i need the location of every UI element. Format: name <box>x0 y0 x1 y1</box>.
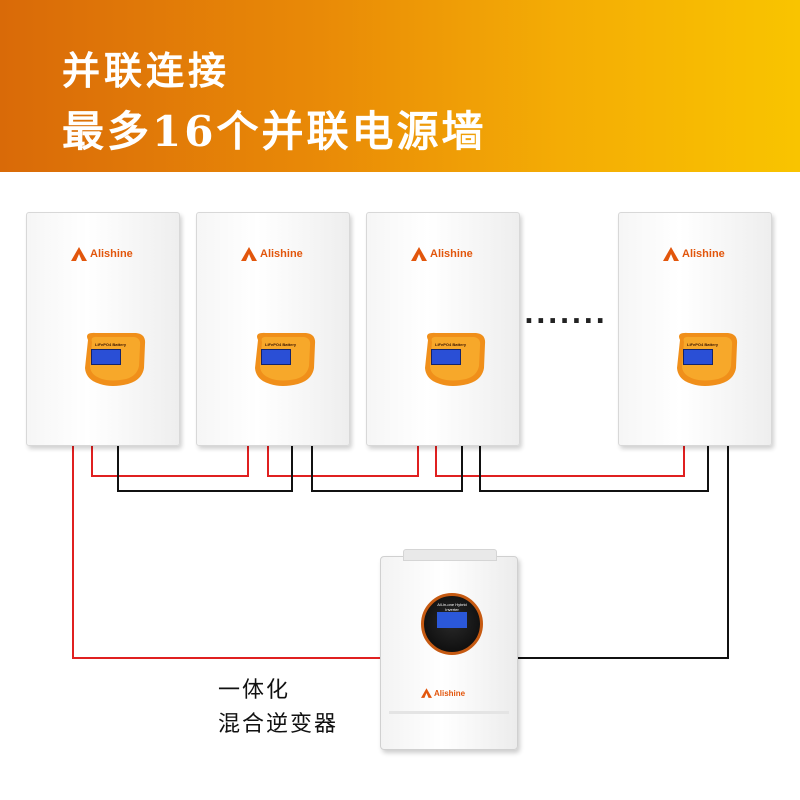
negative-wires <box>117 446 729 659</box>
header-banner: 并联连接 最多16个并联电源墙 <box>0 0 800 172</box>
battery-unit-1: Alishine LiFePO4 Battery <box>26 212 180 446</box>
battery-brand-text: Alishine <box>682 248 725 260</box>
inverter-brand: Alishine <box>421 688 465 698</box>
battery-lcd-screen <box>261 349 291 365</box>
battery-panel-label: LiFePO4 Battery <box>435 342 467 347</box>
positive-wire-3-4 <box>435 446 685 477</box>
battery-panel-label: LiFePO4 Battery <box>265 342 297 347</box>
negative-wire-3-4 <box>479 446 709 492</box>
inverter-screen-text: All-in-one Hybrid Inverter <box>437 602 467 612</box>
inverter-top-cap <box>403 549 497 561</box>
positive-wire-2-3 <box>267 446 419 477</box>
battery-brand-text: Alishine <box>90 248 133 260</box>
battery-brand: Alishine <box>663 247 725 261</box>
inverter-brand-text: Alishine <box>434 688 466 698</box>
positive-wire-inverter <box>72 446 382 659</box>
positive-wire-1-2 <box>91 446 249 477</box>
brand-logo-icon <box>663 247 679 261</box>
battery-unit-4: Alishine LiFePO4 Battery <box>618 212 772 446</box>
inverter-lcd-screen <box>437 612 467 628</box>
battery-panel-label: LiFePO4 Battery <box>687 342 719 347</box>
battery-brand-text: Alishine <box>260 248 303 260</box>
brand-logo-icon <box>421 688 432 698</box>
brand-logo-icon <box>71 247 87 261</box>
inverter-label-line-1: 一体化 <box>218 678 291 703</box>
battery-panel-label: LiFePO4 Battery <box>95 342 127 347</box>
battery-unit-3: Alishine LiFePO4 Battery <box>366 212 520 446</box>
battery-lcd-screen <box>431 349 461 365</box>
battery-brand: Alishine <box>411 247 473 261</box>
battery-brand-text: Alishine <box>430 248 473 260</box>
negative-wire-1-2 <box>117 446 293 492</box>
inverter-display: All-in-one Hybrid Inverter <box>421 593 483 655</box>
battery-brand: Alishine <box>241 247 303 261</box>
inverter-label-line-2: 混合逆变器 <box>218 712 339 737</box>
battery-lcd-screen <box>91 349 121 365</box>
negative-wire-inverter <box>514 446 729 659</box>
battery-brand: Alishine <box>71 247 133 261</box>
hybrid-inverter: All-in-one Hybrid Inverter Alishine <box>380 549 518 750</box>
brand-logo-icon <box>411 247 427 261</box>
negative-wire-2-3 <box>311 446 463 492</box>
positive-wires <box>72 446 685 659</box>
headline-line-1: 并联连接 <box>62 48 231 93</box>
brand-logo-icon <box>241 247 257 261</box>
battery-unit-2: Alishine LiFePO4 Battery <box>196 212 350 446</box>
more-units-ellipsis: ....... <box>524 300 608 330</box>
headline-line-2: 最多16个并联电源墙 <box>62 107 487 156</box>
battery-lcd-screen <box>683 349 713 365</box>
inverter-vent-line <box>389 711 509 714</box>
